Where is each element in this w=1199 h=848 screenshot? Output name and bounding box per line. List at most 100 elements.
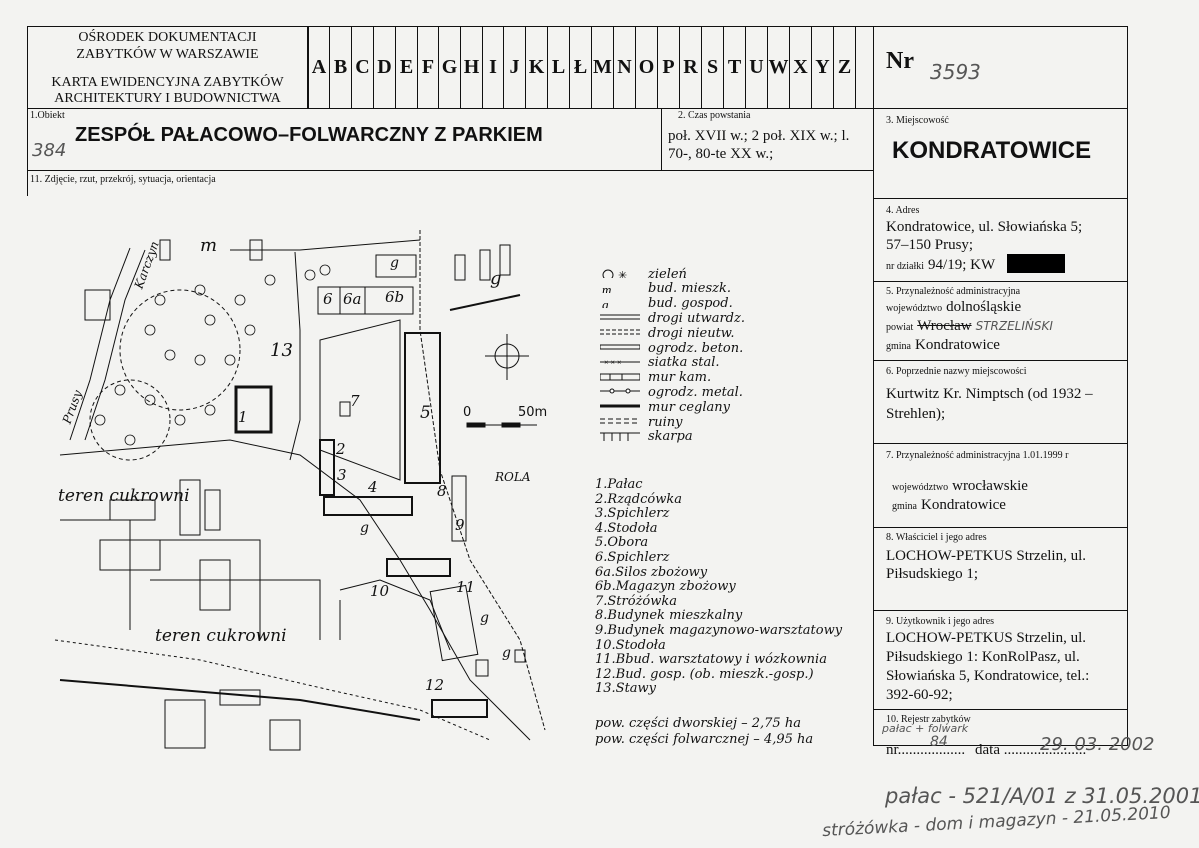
voiv1999-value: wrocławskie [952, 478, 1028, 494]
letter-O: O [635, 27, 657, 108]
register-date-hand: 29. 03. 2002 [1040, 734, 1155, 755]
map-label-g2: g [490, 268, 502, 289]
nr-label: Nr [886, 48, 914, 74]
letter-P: P [657, 27, 679, 108]
letter-N: N [613, 27, 635, 108]
scale-0: 0 [463, 405, 472, 420]
legend-text: drogi utwardz. [648, 310, 745, 326]
org-line-2: ZABYTKÓW W WARSZAWIE [76, 47, 259, 62]
letter-B: B [329, 27, 351, 108]
legend-item: ogrodz. metal. [600, 383, 743, 401]
powiat-value: Wrocław [917, 318, 972, 334]
letter-A: A [308, 27, 329, 108]
user-line-3: Słowiańska 5, Kondratowice, tel.: [886, 668, 1090, 684]
object-name: ZESPÓŁ PAŁACOWO–FOLWARCZNY Z PARKIEM [75, 124, 543, 146]
gmina-label: gmina [886, 341, 911, 352]
bldg-num-4: 4 [368, 478, 378, 496]
map-label-teren-2: teren cukrowni [155, 626, 287, 646]
letter-H: H [460, 27, 482, 108]
register-nr: nr.................. [886, 742, 966, 758]
map-label-park: 13 [270, 340, 293, 361]
gmina1999-value: Kondratowice [921, 497, 1006, 513]
legend-item: × × ×siatka stal. [600, 354, 720, 372]
legend-xline-icon: × × × [600, 354, 640, 372]
building-list-item: 13.Stawy [595, 681, 657, 697]
register-date: data ...................... [975, 742, 1087, 758]
owner-label: 8. Właściciel i jego adres [886, 532, 987, 543]
prev-names-label: 6. Poprzednie nazwy miejscowości [886, 366, 1027, 377]
letter-X: X [789, 27, 811, 108]
voiv-row: województwo dolnośląskie [886, 298, 1021, 316]
bldg-num-5: 5 [420, 403, 431, 423]
building-list-item: 1.Pałac [595, 477, 643, 492]
building-list-item: 8.Budynek mieszkalny [595, 608, 743, 624]
user-line-4: 392-60-92; [886, 687, 953, 703]
bldg-num-1: 1 [238, 408, 248, 426]
map-label-teren-1: teren cukrowni [58, 486, 190, 506]
bldg-num-2: 2 [336, 440, 346, 458]
letter-E: E [395, 27, 417, 108]
bldg-num-11: 11 [456, 578, 476, 596]
admin1999-label: 7. Przynależność administracyjna 1.01.19… [886, 450, 1069, 461]
powiat-hand: STRZELIŃSKI [975, 319, 1053, 333]
letter-F: F [417, 27, 438, 108]
area-line-2: pow. części folwarcznej – 4,95 ha [595, 732, 814, 747]
letter-L: L [547, 27, 569, 108]
svg-text:× × ×: × × × [604, 358, 622, 367]
legend-tree-icon: ✳ [600, 265, 640, 283]
place-label: 3. Miejscowość [886, 115, 949, 126]
gmina-value: Kondratowice [915, 337, 1000, 353]
svg-text:m: m [602, 283, 611, 293]
card-title-line-1: KARTA EWIDENCYJNA ZABYTKÓW [51, 75, 284, 90]
time-line-2: 70-, 80-te XX w.; [668, 146, 774, 162]
building-list-item: 10.Stodoła [595, 637, 666, 653]
scale-50: 50m [518, 405, 548, 420]
area-line-1: pow. części dworskiej – 2,75 ha [595, 716, 801, 731]
admin-label: 5. Przynależność administracyjna [886, 286, 1021, 297]
map-label-g4: g [480, 610, 489, 626]
building-list-item: 11.Bbud. warsztatowy i wózkownia [595, 652, 827, 668]
legend-text: bud. mieszk. [648, 281, 731, 297]
building-list-item: 5.Obora [595, 535, 649, 551]
legend-text: mur kam. [648, 370, 712, 386]
letter-I: I [482, 27, 503, 108]
legend-m-icon: m [600, 280, 640, 298]
user-line-2: Piłsudskiego 1: KonRolPasz, ul. [886, 649, 1080, 665]
plot-label: nr działki [886, 261, 925, 272]
letter-Z: Z [833, 27, 855, 108]
map-label-g3: g [360, 520, 369, 536]
time-label: 2. Czas powstania [678, 110, 751, 121]
card-title-line-2: ARCHITEKTURY I BUDOWNICTWA [54, 91, 281, 106]
address-line-2: 57–150 Prusy; [886, 237, 974, 253]
voiv-value: dolnośląskie [946, 299, 1022, 315]
legend-dashdouble-icon [600, 413, 640, 431]
legend-g-icon: g [600, 295, 640, 313]
building-list-item: 6a.Silos zbożowy [595, 564, 708, 580]
user-label: 9. Użytkownik i jego adres [886, 616, 995, 627]
bldg-num-10: 10 [370, 582, 390, 600]
legend-item: m bud. mieszk. [600, 280, 731, 298]
legend-text: skarpa [648, 429, 693, 445]
building-list-item: 6b.Magazyn zbożowy [595, 579, 736, 595]
register-hand-top: pałac + folwark [882, 722, 969, 735]
bldg-num-6a: 6a [343, 290, 362, 308]
building-list-item: 4.Stodoła [595, 520, 658, 536]
owner-line-1: LOCHOW-PETKUS Strzelin, ul. [886, 548, 1086, 564]
legend-item: skarpa [600, 428, 693, 446]
bldg-num-8: 8 [437, 482, 447, 500]
gmina-row: gmina Kondratowice [886, 336, 1000, 354]
photo-label: 11. Zdjęcie, rzut, przekrój, sytuacja, o… [30, 174, 216, 185]
legend-text: mur ceglany [648, 399, 730, 415]
plot-value: 94/19; KW [928, 257, 996, 273]
legend-item: ruiny [600, 413, 682, 431]
time-line-1: poł. XVII w.; 2 poł. XIX w.; l. [668, 128, 850, 144]
register-label: 10. Rejestr zabytków [886, 714, 971, 725]
svg-text:g: g [602, 298, 609, 308]
address-label: 4. Adres [886, 205, 920, 216]
bldg-num-12: 12 [425, 676, 445, 694]
legend-item: ogrodz. beton. [599, 339, 743, 357]
